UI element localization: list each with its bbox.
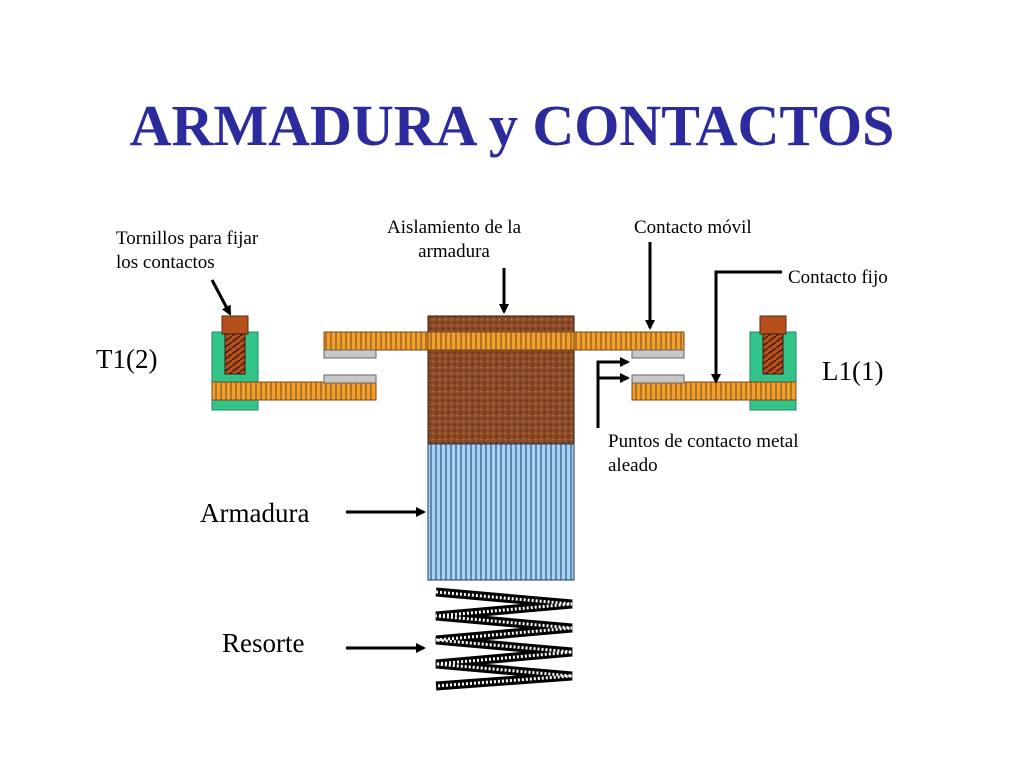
contact-point-left-moving	[323, 349, 377, 359]
label-tornillos-line2: los contactos	[116, 252, 215, 273]
screw-thread-left	[224, 333, 246, 375]
label-l1: L1(1)	[822, 356, 884, 386]
arrow-puntos-upper	[596, 357, 630, 428]
label-aislamiento-line2: armadura	[418, 241, 490, 262]
label-armadura: Armadura	[200, 498, 310, 528]
fixed-contact-bar-right	[631, 381, 797, 401]
label-contacto-fijo: Contacto fijo	[788, 267, 888, 288]
arrow-contacto-fijo	[711, 270, 782, 384]
label-aislamiento: Aislamiento de la armadura	[354, 216, 554, 264]
pointer-arrows	[210, 242, 782, 653]
label-tornillos: Tornillos para fijar los contactos	[116, 227, 258, 275]
label-puntos-line1: Puntos de contacto metal	[608, 431, 799, 452]
contact-point-right-moving	[631, 349, 685, 359]
screw-thread-right	[762, 333, 784, 375]
contact-point-right-fixed	[631, 374, 685, 384]
moving-contact-bar-center	[427, 331, 575, 351]
label-resorte: Resorte	[222, 628, 305, 658]
label-puntos-line2: aleado	[608, 455, 658, 476]
terminal-block-right	[631, 315, 797, 411]
screw-head-right	[759, 315, 787, 335]
contact-point-left-fixed	[323, 374, 377, 384]
label-t1: T1(2)	[96, 344, 158, 374]
terminal-block-left	[211, 315, 377, 411]
label-aislamiento-line1: Aislamiento de la	[386, 217, 522, 238]
arrow-tornillos	[210, 279, 232, 316]
label-puntos-contacto: Puntos de contacto metal aleado	[608, 430, 798, 478]
screw-head-left	[221, 315, 249, 335]
fixed-contact-bar-left	[211, 381, 377, 401]
label-contacto-movil: Contacto móvil	[634, 217, 752, 238]
page-title: ARMADURA y CONTACTOS	[129, 93, 895, 158]
armature	[427, 443, 575, 581]
spring	[435, 587, 573, 691]
label-tornillos-line1: Tornillos para fijar	[116, 228, 259, 249]
